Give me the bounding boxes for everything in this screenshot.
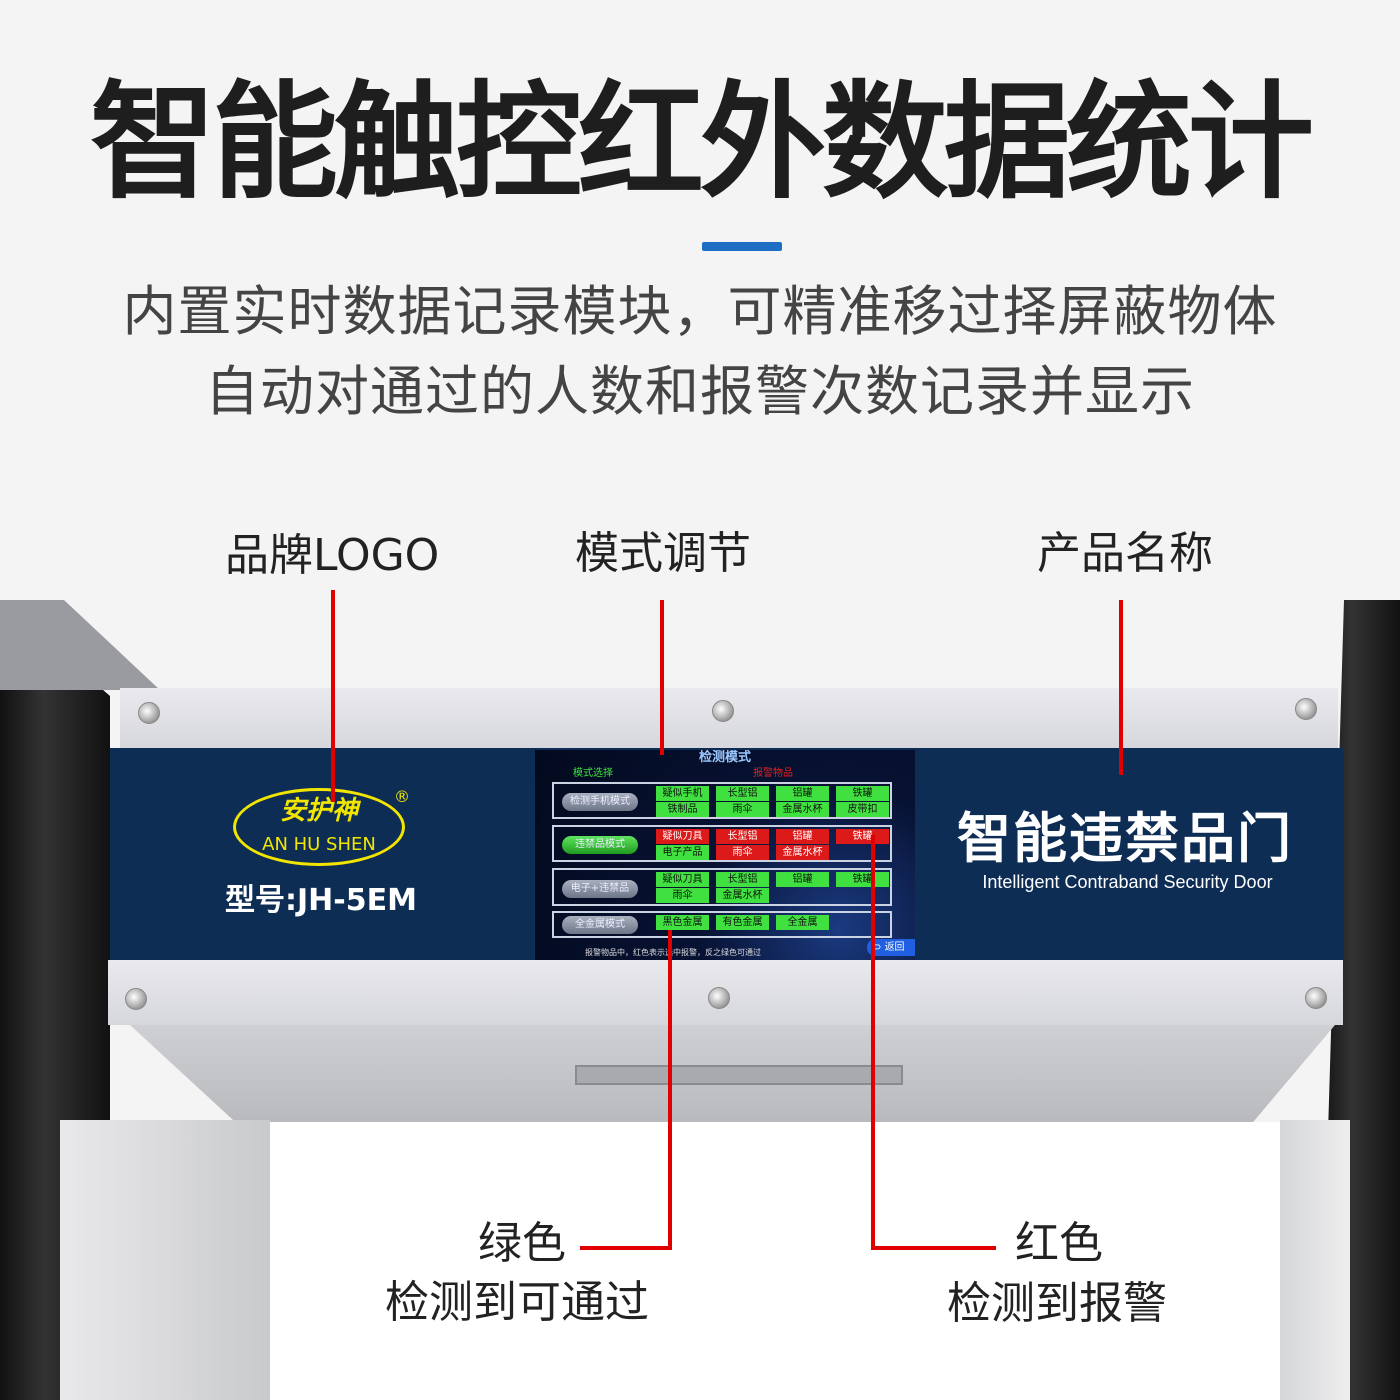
alarm-item-toggle[interactable]: 雨伞 [716,845,769,860]
touch-screen: 检测模式 模式选择 报警物品 检测手机模式疑似手机长型铝铝罐铁罐铁制品雨伞金属水… [535,750,915,960]
subtitle-line-2: 自动对通过的人数和报警次数记录并显示 [205,360,1195,423]
screw-icon [1305,987,1327,1009]
items-header: 报警物品 [753,768,793,779]
alarm-items: 黑色金属有色金属全金属 [656,915,889,930]
alarm-item-toggle[interactable]: 长型铝 [716,786,769,801]
alarm-item-toggle[interactable]: 铝罐 [776,786,829,801]
callout-green-title: 绿色 [478,1218,566,1269]
mode-row: 检测手机模式疑似手机长型铝铝罐铁罐铁制品雨伞金属水杯皮带扣 [552,782,892,819]
alarm-item-toggle[interactable]: 长型铝 [716,872,769,887]
mode-header: 模式选择 [573,768,613,779]
back-label: 返回 [884,942,905,953]
right-inner-panel [1280,1120,1350,1400]
screw-icon [138,702,160,724]
screw-icon [1295,698,1317,720]
registered-mark: ® [394,787,410,806]
alarm-item-toggle[interactable]: 有色金属 [716,915,769,930]
mode-button[interactable]: 检测手机模式 [562,793,638,811]
brand-name-cn: 安护神 [279,796,358,826]
alarm-item-toggle[interactable]: 铁罐 [836,786,889,801]
callout-line-green [668,930,672,1250]
door-opening [270,1122,1280,1400]
callout-logo: 品牌LOGO [225,530,440,581]
callout-mode: 模式调节 [575,528,751,579]
alarm-item-toggle[interactable]: 铁罐 [836,872,889,887]
mode-button[interactable]: 电子+违禁品 [562,880,638,898]
callout-product-name: 产品名称 [1037,528,1213,579]
alarm-item-toggle[interactable]: 长型铝 [716,829,769,844]
alarm-item-toggle[interactable]: 铁制品 [656,802,709,817]
alarm-item-toggle[interactable]: 皮带扣 [836,802,889,817]
alarm-item-toggle[interactable]: 铁罐 [836,829,889,844]
left-pillar-top [0,600,160,690]
alarm-item-toggle[interactable]: 电子产品 [656,845,709,860]
mode-row: 电子+违禁品疑似刀具长型铝铝罐铁罐雨伞金属水杯 [552,868,892,906]
alarm-items: 疑似手机长型铝铝罐铁罐铁制品雨伞金属水杯皮带扣 [656,786,889,817]
screw-icon [712,700,734,722]
model-number: 型号:JH-5EM [225,883,417,918]
callout-line-name [1119,600,1123,775]
alarm-item-toggle[interactable]: 雨伞 [656,888,709,903]
alarm-item-toggle[interactable]: 雨伞 [716,802,769,817]
subtitle-line-1: 内置实时数据记录模块，可精准移过择屏蔽物体 [122,280,1278,343]
screen-title: 检测模式 [698,750,751,765]
alarm-item-toggle[interactable]: 全金属 [776,915,829,930]
mode-button[interactable]: 全金属模式 [562,916,638,934]
screw-icon [708,987,730,1009]
title-divider [702,242,782,251]
screw-icon [125,988,147,1010]
brand-name-en: AN HU SHEN [262,834,376,855]
mode-button[interactable]: 违禁品模式 [562,836,638,854]
callout-line-mode [660,600,664,755]
mode-row: 违禁品模式疑似刀具长型铝铝罐铁罐电子产品雨伞金属水杯 [552,825,892,862]
alarm-item-toggle[interactable]: 金属水杯 [776,802,829,817]
alarm-item-toggle[interactable]: 疑似刀具 [656,829,709,844]
mode-row: 全金属模式 黑色金属有色金属全金属 [552,911,892,938]
brand-logo: 安护神 AN HU SHEN [233,788,405,866]
screen-footnote: 报警物品中，红色表示选中报警，反之绿色可通过 [585,948,761,957]
vent-slot [575,1065,903,1085]
alarm-item-toggle[interactable]: 金属水杯 [776,845,829,860]
alarm-item-toggle[interactable]: 疑似刀具 [656,872,709,887]
callout-line-red [871,835,875,1250]
callout-line-logo [331,590,335,802]
page-title: 智能触控红外数据统计 [90,69,1314,216]
back-button[interactable]: ⊃ 返回 [867,939,915,956]
alarm-item-toggle[interactable]: 铝罐 [776,872,829,887]
alarm-item-toggle[interactable]: 黑色金属 [656,915,709,930]
alarm-item-toggle[interactable]: 金属水杯 [716,888,769,903]
alarm-item-toggle[interactable]: 疑似手机 [656,786,709,801]
left-inner-panel [60,1120,270,1400]
callout-green-desc: 检测到可通过 [385,1277,649,1328]
alarm-item-toggle[interactable]: 铝罐 [776,829,829,844]
product-name-cn: 智能违禁品门 [957,807,1293,870]
product-name-en: Intelligent Contraband Security Door [982,872,1273,892]
callout-red-desc: 检测到报警 [947,1278,1167,1329]
alarm-items: 疑似刀具长型铝铝罐铁罐电子产品雨伞金属水杯 [656,829,889,860]
alarm-items: 疑似刀具长型铝铝罐铁罐雨伞金属水杯 [656,872,889,903]
callout-line-red-h [871,1246,996,1250]
callout-line-green-h [580,1246,672,1250]
callout-red-title: 红色 [1015,1218,1103,1269]
